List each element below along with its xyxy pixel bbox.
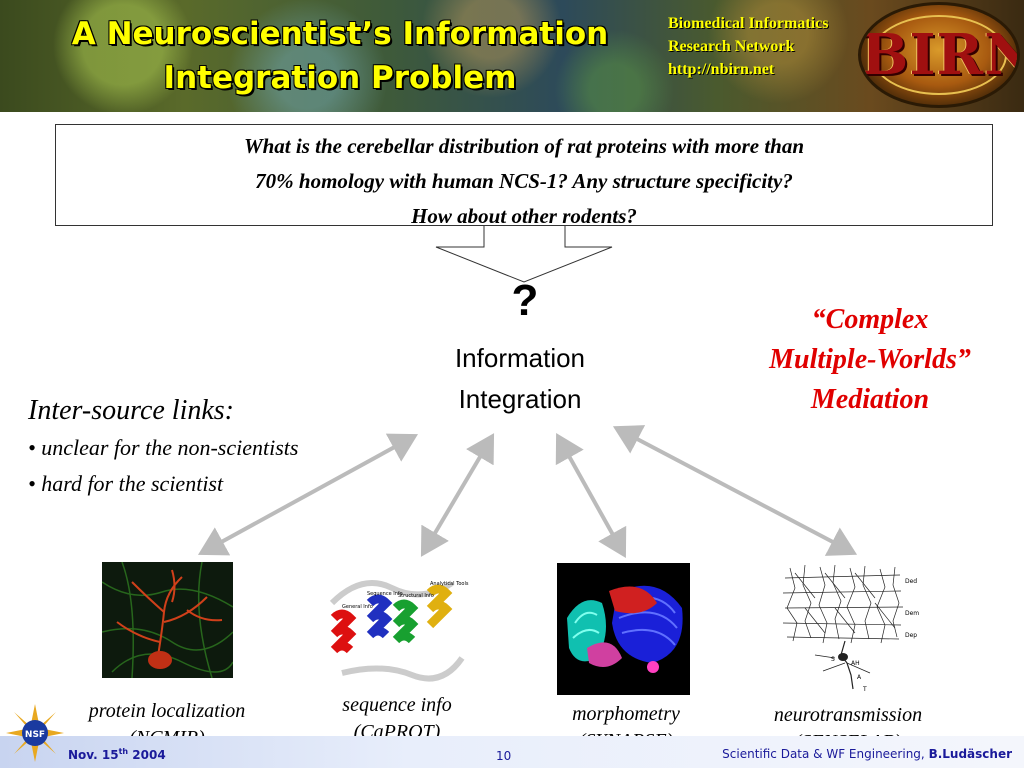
ribbon-label-sequence: Sequence Info <box>367 591 403 597</box>
slide-number: 10 <box>496 749 512 763</box>
arrow-synapse <box>555 433 627 558</box>
links-bullet-2: • hard for the scientist <box>28 471 224 496</box>
neuron-label-ded: Ded <box>905 578 917 585</box>
arrow-caprot <box>420 433 495 557</box>
footer-date-year: 2004 <box>128 748 166 762</box>
birn-logo: BIRN <box>858 2 1020 108</box>
footer-date: Nov. 15th 2004 <box>68 747 166 762</box>
question-line-3: How about other rodents? <box>411 204 637 228</box>
org-name-line-2: Research Network <box>668 38 795 55</box>
footer-credit: Scientific Data & WF Engineering, B.Ludä… <box>722 747 1012 761</box>
slide-title: A Neuroscientist’s Information Integrati… <box>20 12 660 100</box>
title-line-1: A Neuroscientist’s Information <box>71 16 609 52</box>
caption-senselab-name: neurotransmission <box>773 704 923 726</box>
neuron-drawing-image: Ded Dem Dep S AH A T <box>775 563 925 693</box>
footer-credit-text: Scientific Data & WF Engineering, <box>722 747 929 761</box>
header-banner: A Neuroscientist’s Information Integrati… <box>0 0 1024 112</box>
ii-line-1: Information <box>454 343 586 373</box>
morphometry-render-image <box>557 563 690 695</box>
organization-block: Biomedical Informatics Research Network … <box>668 12 828 81</box>
ribbon-label-general: General Info <box>342 604 373 610</box>
mediation-label: “Complex Multiple-Worlds” Mediation <box>740 300 1000 420</box>
neuron-label-ah: AH <box>851 660 860 667</box>
footer-bar <box>0 736 1024 768</box>
ii-line-2: Integration <box>458 384 582 414</box>
neuron-label-dep: Dep <box>905 632 917 639</box>
neuron-label-a: A <box>857 674 862 681</box>
sequence-ribbon-image: General Info Sequence Info Structural In… <box>322 563 470 685</box>
neuron-label-dem: Dem <box>905 610 919 617</box>
caption-synapse-name: morphometry <box>572 703 680 725</box>
mediation-line-1: “Complex <box>811 304 929 335</box>
question-line-2: 70% homology with human NCS-1? Any struc… <box>255 169 793 193</box>
footer-date-main: Nov. 15 <box>68 748 119 762</box>
nsf-logo: NSF <box>6 704 64 762</box>
question-box: What is the cerebellar distribution of r… <box>55 124 993 228</box>
inter-source-links: Inter-source links: • unclear for the no… <box>28 392 298 502</box>
mediation-line-2: Multiple-Worlds” <box>769 344 971 375</box>
caption-caprot-name: sequence info <box>342 694 452 716</box>
logo-text: BIRN <box>861 22 1020 88</box>
arrow-senselab <box>612 425 858 556</box>
footer-date-sup: th <box>118 747 129 756</box>
links-bullet-1: • unclear for the non-scientists <box>28 435 299 460</box>
links-heading: Inter-source links: <box>28 395 235 426</box>
ribbon-label-analytical: Analytical Tools <box>430 581 469 587</box>
question-callout-arrow <box>435 226 613 283</box>
nsf-logo-text: NSF <box>25 730 45 740</box>
neuron-label-t: T <box>862 686 867 693</box>
title-line-2: Integration Problem <box>163 60 517 96</box>
information-integration-label: Information Integration <box>410 338 630 420</box>
ribbon-label-structural: Structural Info <box>398 593 434 599</box>
arrow-ncmir <box>197 433 419 556</box>
mediation-line-3: Mediation <box>810 384 930 415</box>
caption-ncmir-name: protein localization <box>88 700 246 722</box>
question-mark: ? <box>511 276 539 325</box>
org-url: http://nbirn.net <box>668 61 775 78</box>
neuron-label-s: S <box>831 656 835 663</box>
protein-localization-image <box>102 562 233 678</box>
question-line-1: What is the cerebellar distribution of r… <box>243 134 805 158</box>
footer-credit-author: B.Ludäscher <box>928 747 1012 761</box>
org-name-line-1: Biomedical Informatics <box>668 15 829 32</box>
